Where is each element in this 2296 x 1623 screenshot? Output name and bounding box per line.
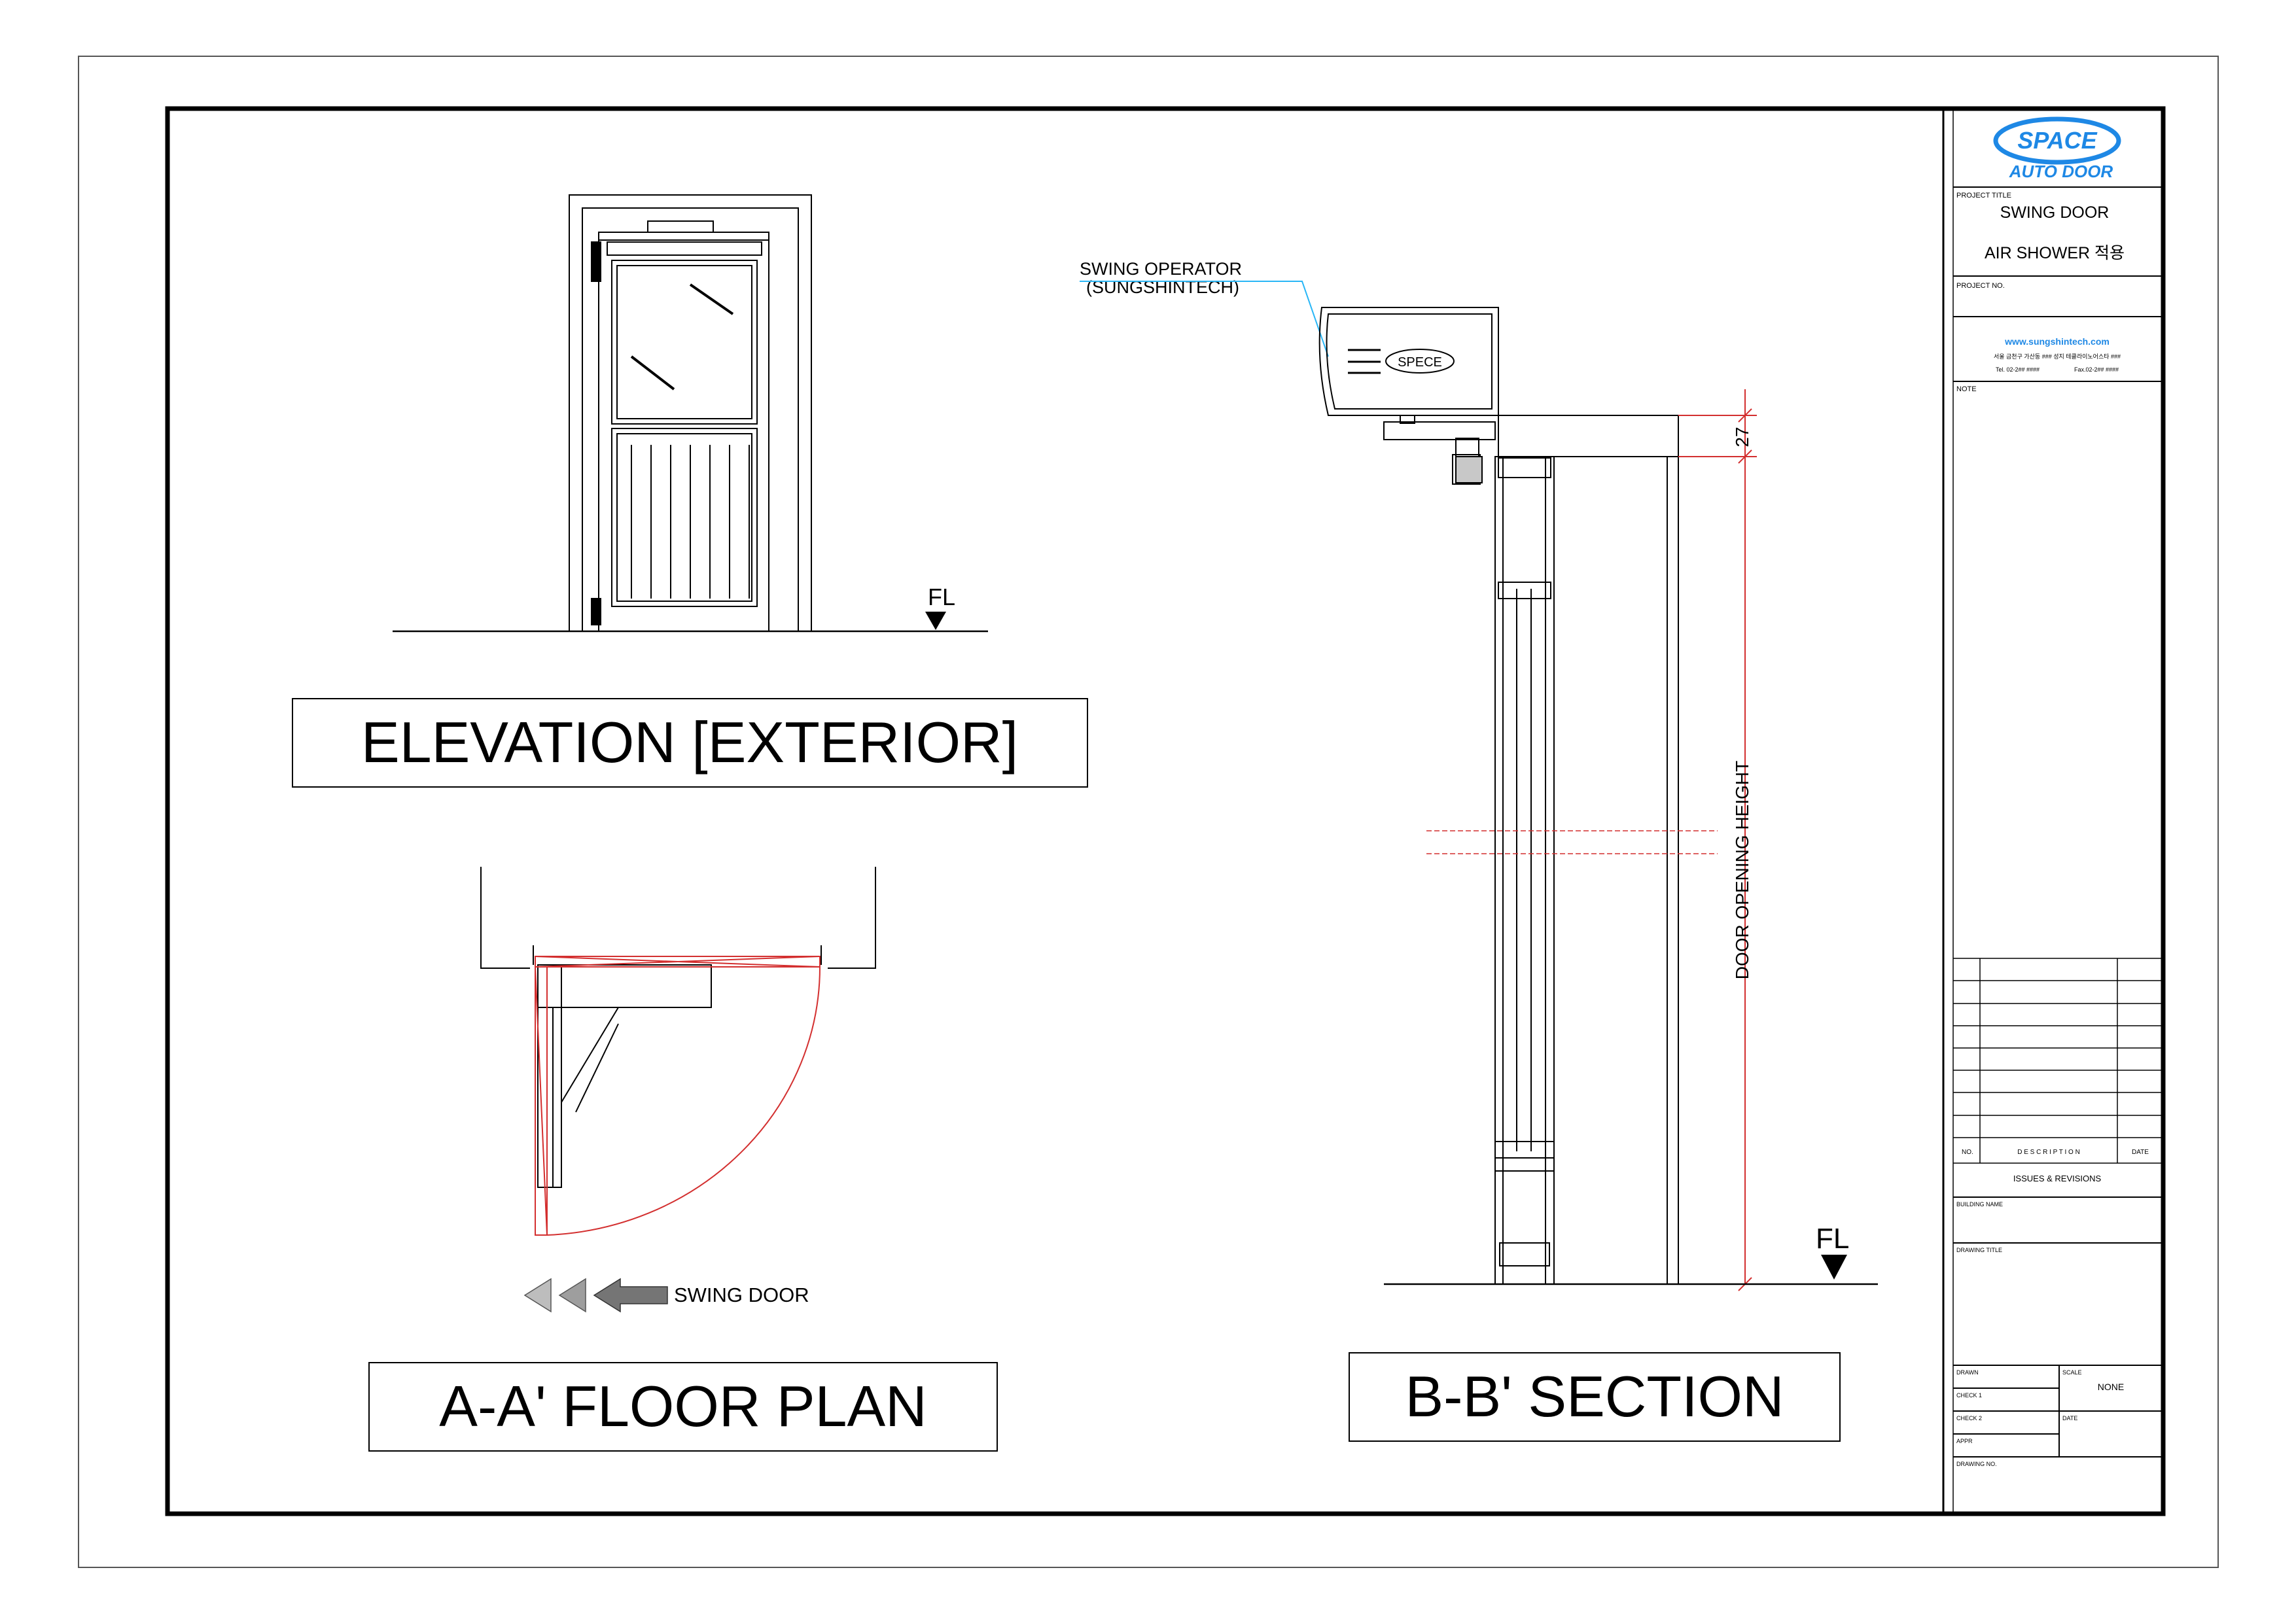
revision-table xyxy=(1953,958,2163,1164)
scale-label: SCALE xyxy=(2062,1369,2082,1376)
operator-brand: SPECE xyxy=(1398,355,1442,370)
check2-label: CHECK 2 xyxy=(1956,1415,1982,1422)
drawing-title-label: DRAWING TITLE xyxy=(1956,1247,2002,1253)
elevation-drawing xyxy=(393,194,988,633)
section-break-lines xyxy=(1426,830,1718,854)
company-logo: SPACE AUTO DOOR xyxy=(1993,116,2121,181)
scale-value: NONE xyxy=(2098,1382,2124,1392)
building-name-label: BUILDING NAME xyxy=(1956,1201,2003,1208)
note-label: NOTE xyxy=(1956,385,1977,393)
floor-plan-swing xyxy=(535,956,821,1236)
floor-plan-drawing xyxy=(480,867,876,1188)
elevation-title-box xyxy=(292,698,1088,788)
project-no-label: PROJECT NO. xyxy=(1956,282,2005,290)
swing-door-label: SWING DOOR xyxy=(674,1283,809,1306)
logo-text-space: SPACE xyxy=(2017,127,2097,154)
dim-27: 27 xyxy=(1732,427,1752,447)
issues-revisions-label: ISSUES & REVISIONS xyxy=(2013,1174,2102,1183)
section-title: B-B' SECTION xyxy=(1405,1364,1784,1429)
project-title-2: AIR SHOWER 적용 xyxy=(1985,244,2125,262)
company-fax: Fax.02-2## #### xyxy=(2074,366,2119,373)
section-title-box xyxy=(1349,1352,1841,1442)
title-block: SPACE AUTO DOOR PROJECT TITLE SWING DOOR… xyxy=(1942,109,2164,1514)
company-address: 서울 금천구 가산동 ### 성지 테클라이노어스타 ### xyxy=(1994,353,2121,360)
appr-label: APPR xyxy=(1956,1438,1973,1444)
rev-no-header: NO. xyxy=(1962,1149,1973,1156)
section-door-profile xyxy=(1455,415,1679,1285)
project-title-1: SWING DOOR xyxy=(2000,203,2110,222)
rev-desc-header: D E S C R I P T I O N xyxy=(2017,1149,2080,1156)
dim-door-opening-height: DOOR OPENING HEIGHT xyxy=(1732,761,1752,979)
elevation-fl-label: FL xyxy=(928,584,955,610)
swing-door-arrow-icon xyxy=(523,1278,668,1313)
check1-label: CHECK 1 xyxy=(1956,1392,1982,1399)
section-fl-marker: FL xyxy=(1816,1223,1849,1280)
operator-label-2: (SUNGSHINTECH) xyxy=(1086,277,1239,297)
company-tel: Tel. 02-2## #### xyxy=(1996,366,2040,373)
date-label: DATE xyxy=(2062,1415,2077,1422)
company-website: www.sungshintech.com xyxy=(2004,336,2110,347)
logo-text-autodoor: AUTO DOOR xyxy=(2009,162,2113,181)
swing-operator xyxy=(1318,307,1499,485)
elevation-fl-marker: FL xyxy=(925,584,955,630)
section-operator-label: SWING OPERATOR (SUNGSHINTECH) xyxy=(1080,259,1329,357)
section-dimensions xyxy=(1678,389,1757,1291)
project-title-label: PROJECT TITLE xyxy=(1956,192,2011,200)
outer-sheet-border xyxy=(78,56,2219,1568)
drawing-no-label: DRAWING NO. xyxy=(1956,1461,1997,1467)
drawn-label: DRAWN xyxy=(1956,1369,1979,1376)
rev-date-header: DATE xyxy=(2132,1149,2149,1156)
elevation-title: ELEVATION [EXTERIOR] xyxy=(361,710,1018,775)
drawing-frame xyxy=(165,106,2166,1516)
section-fl-label: FL xyxy=(1816,1223,1849,1255)
operator-label-1: SWING OPERATOR xyxy=(1080,259,1242,279)
floor-plan-title: A-A' FLOOR PLAN xyxy=(439,1374,927,1439)
floor-plan-title-box xyxy=(368,1362,998,1452)
